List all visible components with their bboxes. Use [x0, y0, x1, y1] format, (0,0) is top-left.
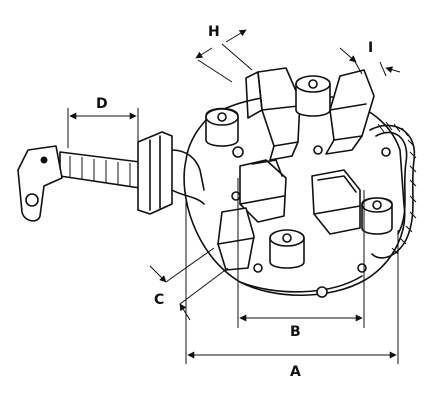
brush-holder-center-left — [239, 159, 287, 223]
terminal-left — [205, 107, 239, 147]
dimension-a: A — [185, 200, 399, 380]
brush-holder-right — [311, 169, 361, 235]
dimension-h: H — [195, 24, 253, 83]
ring-terminal — [17, 145, 63, 222]
cable-assembly — [17, 131, 205, 222]
label-i: I — [368, 40, 373, 56]
brush-holder-top-left — [245, 67, 301, 161]
terminal-center — [269, 229, 305, 269]
label-b: B — [290, 324, 301, 340]
braided-wire — [369, 121, 417, 259]
cable-grommet — [137, 131, 173, 215]
label-c: C — [154, 292, 164, 308]
label-d: D — [96, 96, 108, 112]
terminal-right — [361, 197, 393, 235]
dimension-d: D — [67, 96, 139, 150]
dimension-b: B — [237, 178, 365, 340]
brush-holder-lower-left — [217, 207, 255, 271]
label-a: A — [290, 364, 301, 380]
dimension-c: C — [149, 247, 229, 321]
terminal-top — [295, 75, 331, 117]
dimension-i: I — [339, 40, 401, 77]
mounting-hole — [316, 286, 328, 298]
label-h: H — [208, 24, 220, 40]
